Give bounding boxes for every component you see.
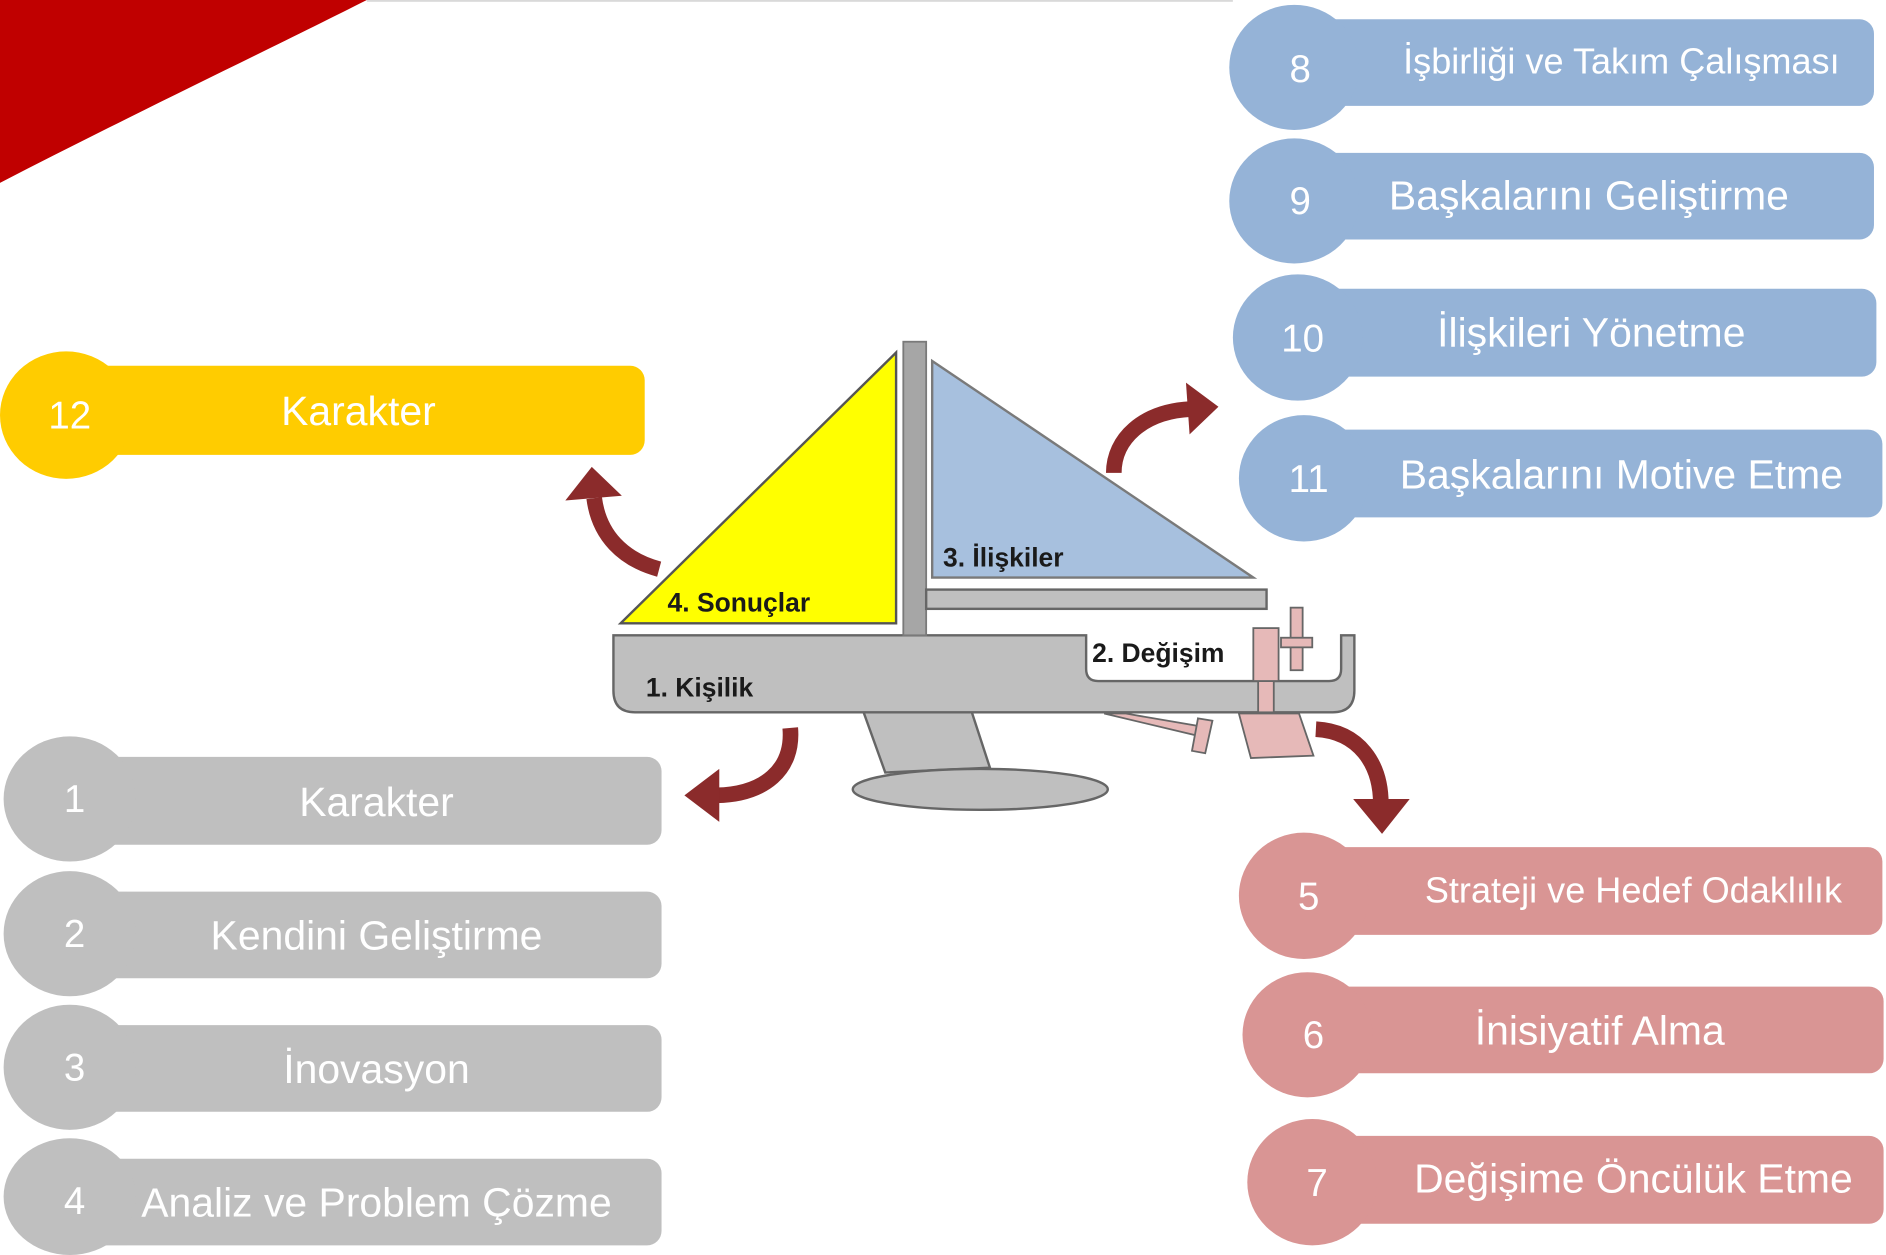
- number-badge: [1242, 972, 1373, 1098]
- hull: [612, 634, 1356, 714]
- top-divider-line: [366, 0, 1233, 2]
- competency-item-3: 3 İnovasyon: [3, 1004, 662, 1130]
- competency-item-4: 4 Analiz ve Problem Çözme: [3, 1138, 662, 1255]
- number-badge: [1232, 274, 1363, 401]
- boom: [924, 588, 1268, 611]
- number-badge: [1229, 4, 1360, 130]
- pill-bar: [1308, 986, 1884, 1074]
- arrow-to-relations: [1105, 382, 1219, 474]
- pill-bar: [72, 1158, 662, 1246]
- pill-bar: [72, 1025, 662, 1112]
- competency-number: 5: [1297, 874, 1320, 919]
- rudder-head: [1252, 627, 1280, 682]
- arrow-head: [1353, 798, 1410, 834]
- number-badge: [0, 351, 133, 479]
- competency-number: 11: [1288, 457, 1329, 501]
- results-sail: [617, 349, 898, 625]
- pill-bar: [1303, 429, 1883, 518]
- tiller: [1103, 712, 1204, 738]
- competency-label: Karakter: [281, 388, 436, 435]
- competency-label: Başkalarını Motive Etme: [1399, 452, 1843, 499]
- arrow-shaft: [716, 727, 799, 804]
- competency-label: İşbirliği ve Takım Çalışması: [1403, 42, 1840, 82]
- competency-label: İnisiyatif Alma: [1474, 1008, 1725, 1055]
- mast: [902, 340, 928, 637]
- pill-bar: [1313, 1135, 1884, 1224]
- pill-bar: [1294, 152, 1874, 240]
- boat-label-relations: 3. İlişkiler: [943, 543, 1064, 573]
- competency-number: 12: [48, 393, 92, 437]
- competency-label: İnovasyon: [283, 1046, 470, 1093]
- competency-item-12: 12 Karakter: [0, 351, 645, 479]
- competency-label: Değişime Öncülük Etme: [1414, 1156, 1853, 1203]
- arrow-head: [565, 466, 622, 501]
- pill-bar: [1303, 847, 1883, 935]
- corner-accent-shape: [0, 0, 367, 183]
- relations-sail: [930, 358, 1258, 579]
- keel: [861, 711, 992, 774]
- pill-bar: [66, 365, 645, 455]
- arrow-shaft: [586, 496, 662, 577]
- arrow-shaft: [1315, 721, 1389, 805]
- arrow-head: [684, 768, 720, 822]
- number-badge: [3, 1138, 136, 1255]
- keel-bulb: [851, 767, 1109, 811]
- competency-label: Kendini Geliştirme: [210, 913, 543, 959]
- number-badge: [1247, 1119, 1378, 1246]
- competency-item-6: 6 İnisiyatif Alma: [1242, 972, 1884, 1098]
- competency-item-1: 1 Karakter: [3, 736, 662, 862]
- rudder-blade: [1237, 712, 1315, 759]
- pill-bar: [1299, 288, 1877, 377]
- competency-label: Karakter: [299, 779, 454, 826]
- competency-label: Başkalarını Geliştirme: [1388, 173, 1789, 219]
- pill-bar: [1294, 19, 1874, 106]
- competency-item-8: 8 İşbirliği ve Takım Çalışması: [1229, 4, 1874, 130]
- competency-number: 10: [1281, 316, 1325, 360]
- stern-post-crossbar: [1280, 636, 1314, 649]
- competency-item-5: 5 Strateji ve Hedef Odaklılık: [1238, 832, 1883, 959]
- competency-number: 6: [1302, 1013, 1325, 1057]
- number-badge: [3, 1004, 136, 1130]
- competency-number: 9: [1289, 179, 1311, 223]
- number-badge: [3, 871, 136, 997]
- arrow-to-personality: [684, 727, 799, 822]
- rudder-shaft: [1257, 680, 1275, 714]
- competency-label: Strateji ve Hedef Odaklılık: [1424, 871, 1843, 911]
- number-badge: [1238, 415, 1369, 542]
- arrow-shaft: [1105, 401, 1192, 474]
- pill-bar: [72, 756, 662, 845]
- competency-number: 3: [63, 1045, 86, 1089]
- boat-label-personality: 1. Kişilik: [646, 673, 754, 703]
- arrow-to-change: [1315, 721, 1410, 834]
- competency-number: 2: [63, 912, 86, 956]
- competency-item-11: 11 Başkalarını Motive Etme: [1238, 415, 1883, 542]
- pill-bar: [72, 891, 662, 979]
- competency-item-7: 7 Değişime Öncülük Etme: [1247, 1119, 1884, 1246]
- competency-item-10: 10 İlişkileri Yönetme: [1232, 274, 1877, 401]
- arrow-head: [1185, 382, 1219, 435]
- competency-number: 7: [1306, 1161, 1328, 1205]
- competency-number: 4: [63, 1179, 86, 1223]
- boat-label-change: 2. Değişim: [1092, 638, 1224, 668]
- competency-number: 1: [63, 777, 86, 821]
- number-badge: [1229, 138, 1360, 264]
- competency-label: İlişkileri Yönetme: [1437, 310, 1746, 357]
- competency-item-2: 2 Kendini Geliştirme: [3, 871, 662, 997]
- competency-label: Analiz ve Problem Çözme: [141, 1180, 612, 1227]
- number-badge: [3, 736, 136, 862]
- competency-number: 8: [1289, 46, 1311, 91]
- number-badge: [1238, 832, 1369, 959]
- arrow-to-results: [565, 466, 662, 577]
- competency-item-9: 9 Başkalarını Geliştirme: [1229, 138, 1874, 264]
- boat-label-results: 4. Sonuçlar: [668, 587, 811, 617]
- tiller-handle: [1190, 717, 1214, 755]
